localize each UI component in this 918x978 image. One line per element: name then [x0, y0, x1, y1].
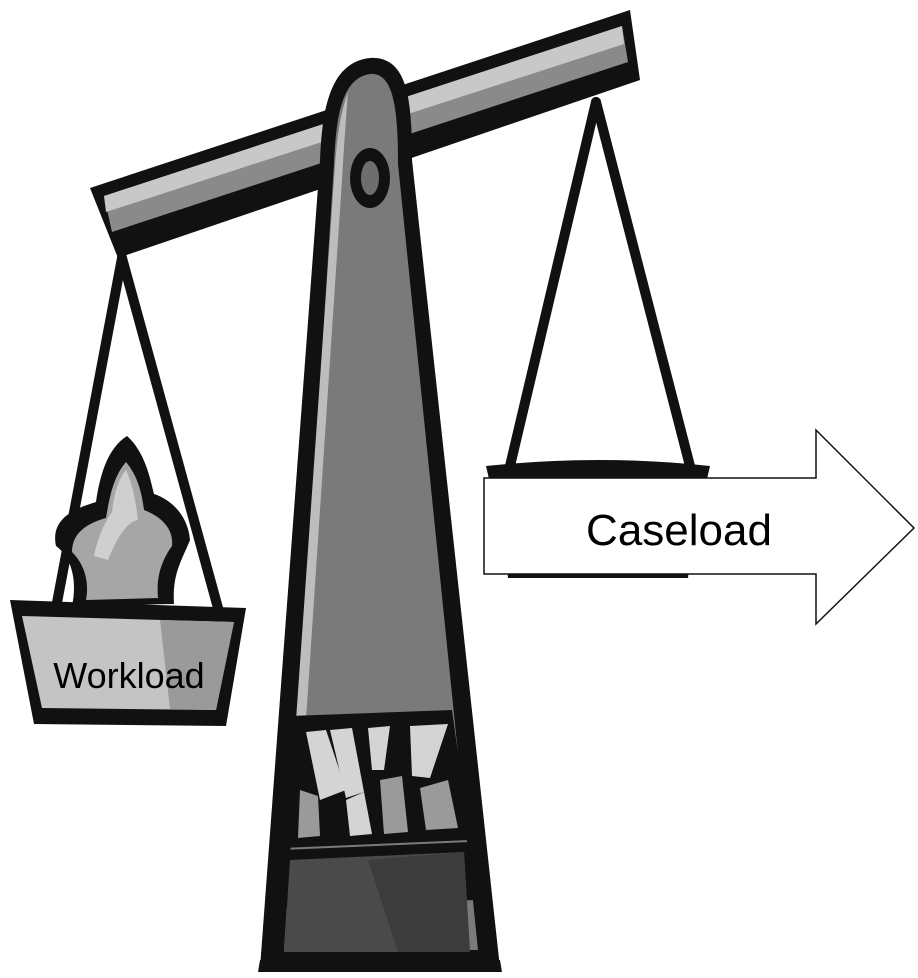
right-pan-strings — [505, 97, 695, 471]
caseload-arrow: Caseload — [483, 428, 916, 626]
star-weight-icon — [55, 436, 190, 606]
post-decorative-band — [280, 710, 476, 952]
caseload-label: Caseload — [586, 506, 772, 555]
workload-label: Workload — [53, 655, 204, 696]
right-arrow-icon — [483, 428, 916, 626]
post-base-outline — [258, 960, 502, 972]
left-pan — [10, 600, 246, 726]
